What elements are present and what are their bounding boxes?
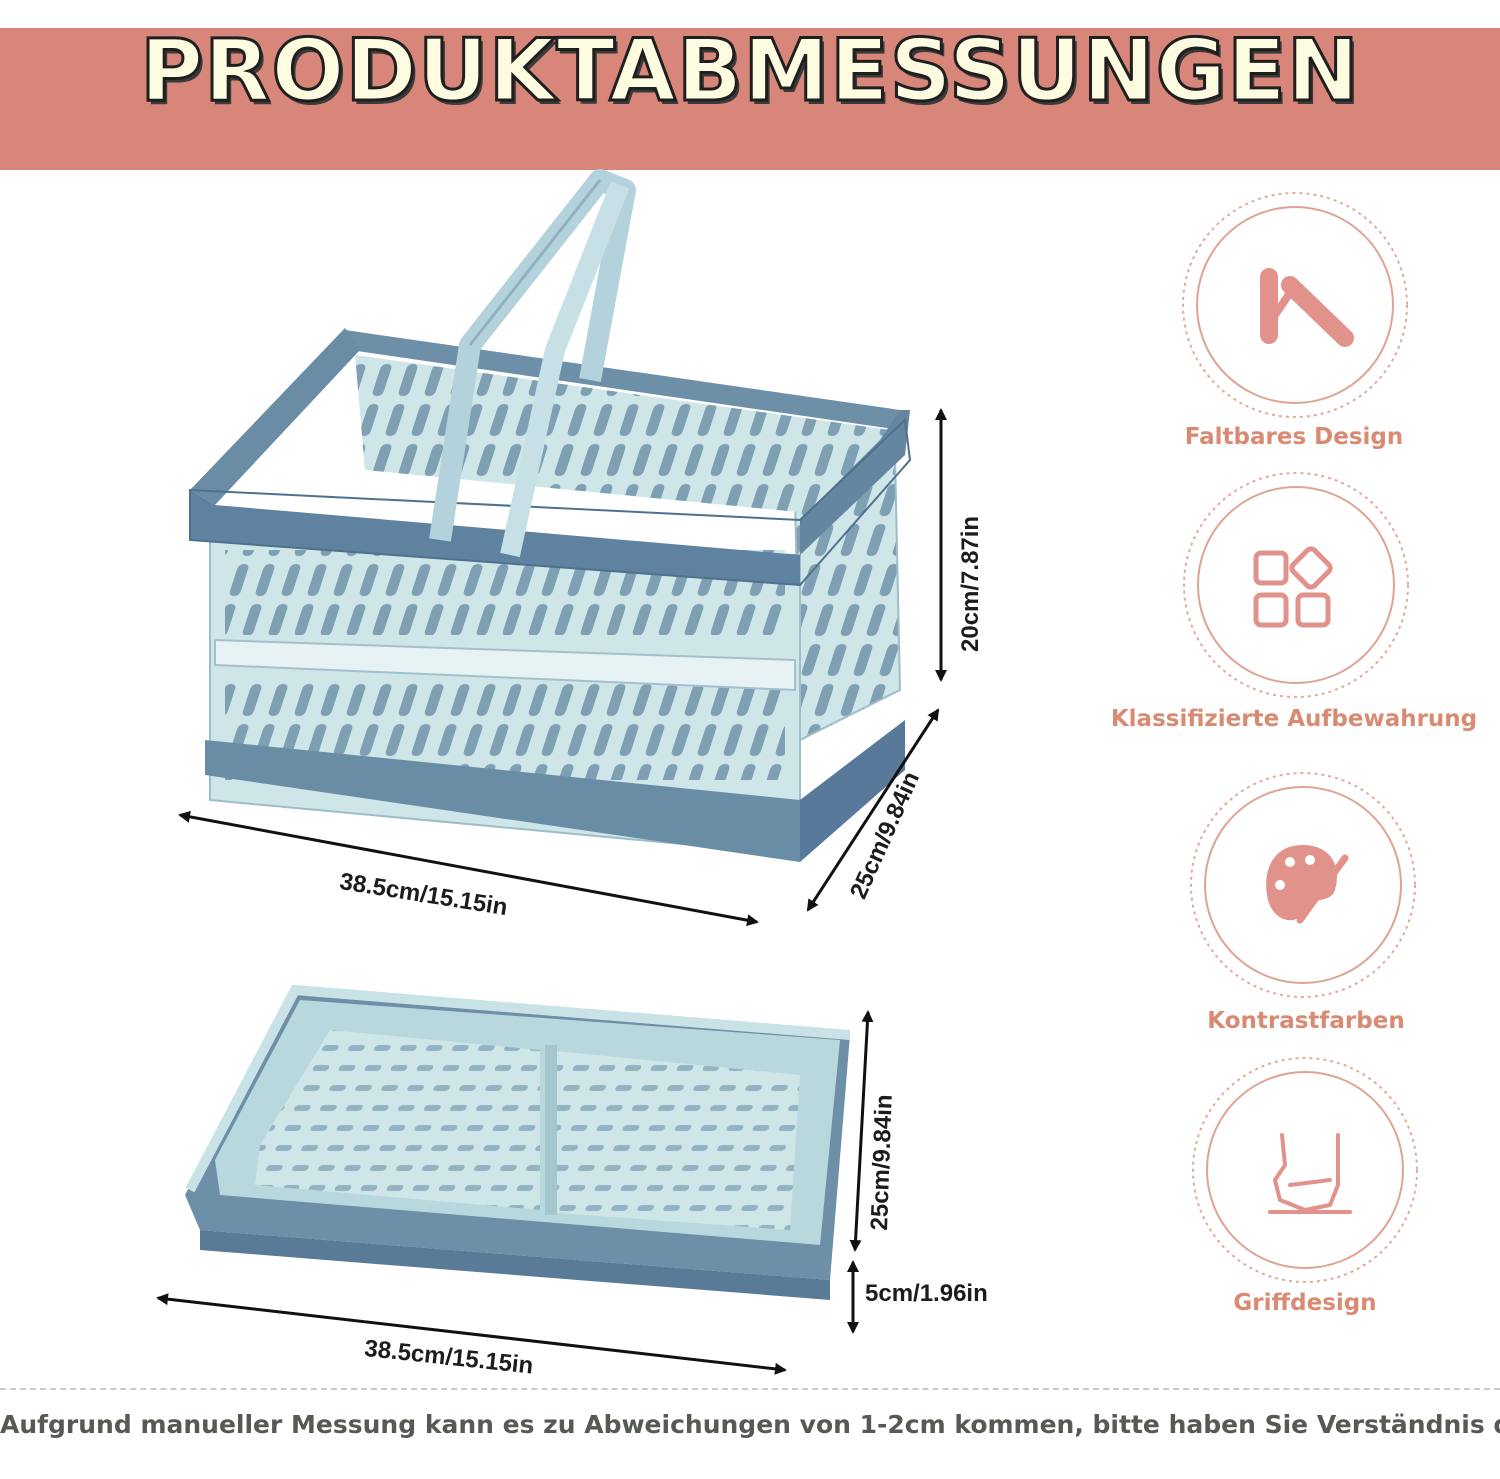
feature-circle-3: [1190, 772, 1416, 998]
feature-label-4: Griffdesign: [1233, 1290, 1377, 1316]
footer-divider: [0, 1388, 1500, 1390]
open-height-label: 20cm/7.87in: [957, 515, 984, 652]
hand-grip-icon: [1268, 1133, 1352, 1214]
arrow-folded-depth: [849, 1010, 874, 1252]
feature-circle-2: [1183, 472, 1409, 698]
arrow-folded-width: [156, 1293, 787, 1375]
title-banner-text: PRODUKTABMESSUNGEN: [0, 0, 1500, 142]
feature-label-2: Klassifizierte Aufbewahrung: [1110, 706, 1478, 732]
feature-circle-4: [1192, 1057, 1418, 1283]
page-title: PRODUKTABMESSUNGEN: [139, 20, 1361, 123]
arrow-open-width: [178, 810, 759, 927]
grid-storage-icon: [1253, 546, 1333, 628]
feature-label-1: Faltbares Design: [1184, 424, 1404, 450]
folded-depth-label: 25cm/9.84in: [866, 1093, 898, 1231]
folded-height-label: 5cm/1.96in: [865, 1280, 988, 1307]
feature-label-3: Kontrastfarben: [1207, 1008, 1405, 1034]
fold-icon: [1260, 268, 1354, 347]
open-basket: [189, 169, 912, 862]
folded-basket: [185, 984, 851, 1300]
palette-icon: [1266, 845, 1349, 924]
title-banner: [0, 28, 1500, 170]
feature-circle-1: [1182, 192, 1408, 418]
footer-note: Aufgrund manueller Messung kann es zu Ab…: [0, 1410, 1500, 1439]
arrow-open-depth: [806, 708, 940, 912]
